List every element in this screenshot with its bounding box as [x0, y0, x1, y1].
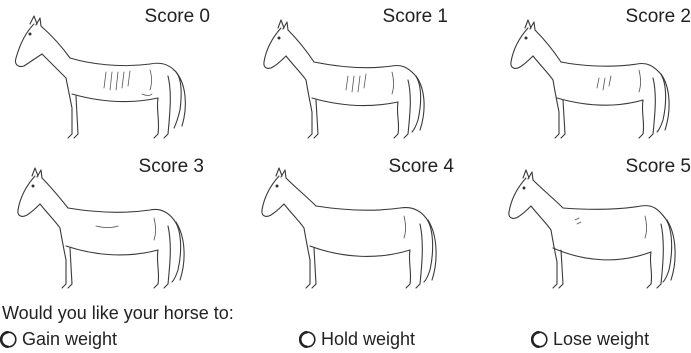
hold-weight-option[interactable]: Hold weight: [299, 327, 415, 351]
radio-circle-icon: [0, 331, 17, 348]
score-5-illustration: Score 5: [491, 150, 691, 290]
score-3-illustration: Score 3: [4, 150, 204, 290]
horse-drawing-score-5: [491, 164, 691, 290]
gain-weight-radio[interactable]: [0, 331, 17, 348]
lose-weight-option[interactable]: Lose weight: [531, 327, 649, 351]
lose-weight-label: Lose weight: [553, 328, 649, 350]
hold-weight-label: Hold weight: [321, 328, 415, 350]
score-4-illustration: Score 4: [254, 150, 454, 290]
score-0-illustration: Score 0: [10, 0, 210, 140]
horse-drawing-score-0: [10, 14, 210, 140]
horse-drawing-score-3: [4, 164, 204, 290]
radio-circle-icon: [531, 331, 548, 348]
score-2-illustration: Score 2: [491, 0, 691, 140]
weight-goal-question: Would you like your horse to:: [2, 302, 234, 324]
radio-circle-icon: [299, 331, 316, 348]
lose-weight-radio[interactable]: [531, 331, 548, 348]
horse-drawing-score-1: [248, 14, 448, 140]
hold-weight-radio[interactable]: [299, 331, 316, 348]
gain-weight-option[interactable]: Gain weight: [0, 327, 117, 351]
horse-drawing-score-2: [491, 14, 691, 140]
gain-weight-label: Gain weight: [22, 328, 117, 350]
score-1-illustration: Score 1: [248, 0, 448, 140]
horse-drawing-score-4: [254, 164, 454, 290]
